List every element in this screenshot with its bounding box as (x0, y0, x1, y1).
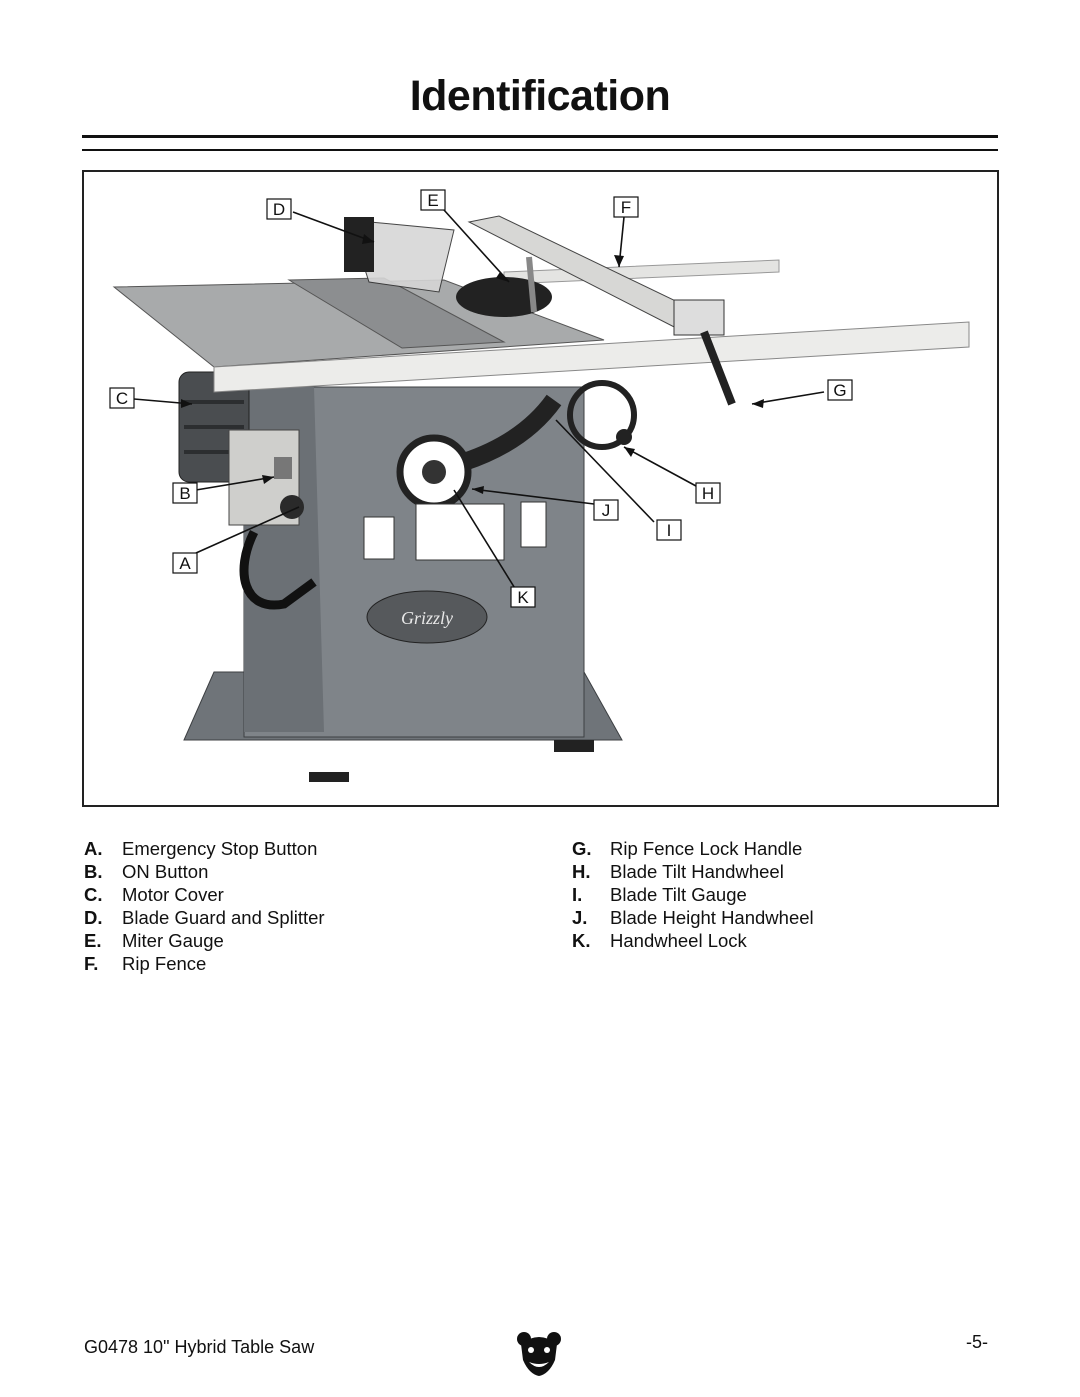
callout-E: E (420, 189, 446, 211)
saw-feet-left (309, 772, 349, 782)
legend-item: G. Rip Fence Lock Handle (572, 837, 814, 860)
table-saw-illustration: Grizzly D (109, 189, 970, 782)
callout-letter: K (517, 588, 529, 607)
legend-label: Blade Height Handwheel (610, 907, 814, 928)
emergency-stop-knob (280, 495, 304, 519)
legend-label: Blade Tilt Handwheel (610, 861, 784, 882)
callout-J: J (593, 499, 619, 521)
callout-letter: D (273, 200, 285, 219)
front-fence-rail (213, 321, 970, 393)
callout-K: K (510, 586, 536, 608)
legend-item: I. Blade Tilt Gauge (572, 883, 814, 906)
legend-letter: D. (84, 907, 103, 928)
legend-letter: E. (84, 930, 102, 951)
legend-label: Emergency Stop Button (122, 838, 318, 859)
legend-item: K. Handwheel Lock (572, 929, 814, 952)
legend-label: Handwheel Lock (610, 930, 747, 951)
footer-model-name: G0478 10" Hybrid Table Saw (84, 1337, 315, 1357)
legend-item: C. Motor Cover (84, 883, 325, 906)
legend-letter: A. (84, 838, 103, 859)
blade-tilt-gauge (461, 394, 562, 471)
legend-letter: C. (84, 884, 103, 905)
legend-item: D. Blade Guard and Splitter (84, 906, 325, 929)
legend-left-column: A. Emergency Stop Button B. ON Button C. Mo… (84, 837, 325, 975)
callout-letter: F (621, 198, 631, 217)
title-rule-thin (82, 149, 998, 151)
page-title: Identification (409, 72, 671, 120)
legend-label: Blade Guard and Splitter (122, 907, 325, 928)
saw-table-insert (287, 277, 506, 349)
legend-item: J. Blade Height Handwheel (572, 906, 814, 929)
legend-letter: F. (84, 953, 99, 974)
legend-label: Motor Cover (122, 884, 224, 905)
callout-letter: J (602, 501, 611, 520)
callout-letter: E (427, 191, 438, 210)
callout-letter: A (179, 554, 191, 573)
brand-plate-text: Grizzly (401, 608, 453, 628)
callout-A: A (172, 552, 198, 574)
saw-feet (554, 740, 594, 752)
rear-rail (503, 259, 780, 285)
legend-letter: H. (572, 861, 591, 882)
legend-right-column: G. Rip Fence Lock Handle H. Blade Tilt Han… (572, 837, 814, 952)
title-rule-thick (82, 135, 998, 138)
callout-H: H (695, 482, 721, 504)
callout-D: D (266, 198, 292, 220)
callout-letter: G (833, 381, 846, 400)
miter-gauge-head (456, 277, 552, 317)
callout-F: F (613, 196, 639, 218)
legend-item: E. Miter Gauge (84, 929, 325, 952)
power-cord (239, 529, 317, 610)
callout-letter: H (702, 484, 714, 503)
callout-B: B (172, 482, 198, 504)
callout-letter: I (667, 521, 672, 540)
callout-I: I (656, 519, 682, 541)
legend-item: H. Blade Tilt Handwheel (572, 860, 814, 883)
callout-G: G (827, 379, 853, 401)
grizzly-bear-head-icon (515, 1330, 563, 1383)
legend-label: Blade Tilt Gauge (610, 884, 747, 905)
legend-letter: B. (84, 861, 103, 882)
callout-C: C (109, 387, 135, 409)
legend-item: A. Emergency Stop Button (84, 837, 325, 860)
rip-fence-lock (673, 299, 725, 336)
legend-label: Rip Fence (122, 953, 207, 974)
legend-item: B. ON Button (84, 860, 325, 883)
legend-label: Rip Fence Lock Handle (610, 838, 803, 859)
callout-letter: C (116, 389, 128, 408)
legend-letter: I. (572, 884, 583, 905)
blade-tilt-handwheel (567, 380, 637, 450)
page-number: -5- (966, 1332, 988, 1352)
callout-letter: B (179, 484, 190, 503)
legend-letter: J. (572, 907, 588, 928)
legend-letter: K. (572, 930, 591, 951)
legend-item: F. Rip Fence (84, 952, 325, 975)
legend-letter: G. (572, 838, 592, 859)
legend-label: ON Button (122, 861, 209, 882)
table-saw-figure: Grizzly D (82, 170, 999, 807)
legend-label: Miter Gauge (122, 930, 224, 951)
brand-plate (366, 590, 488, 644)
